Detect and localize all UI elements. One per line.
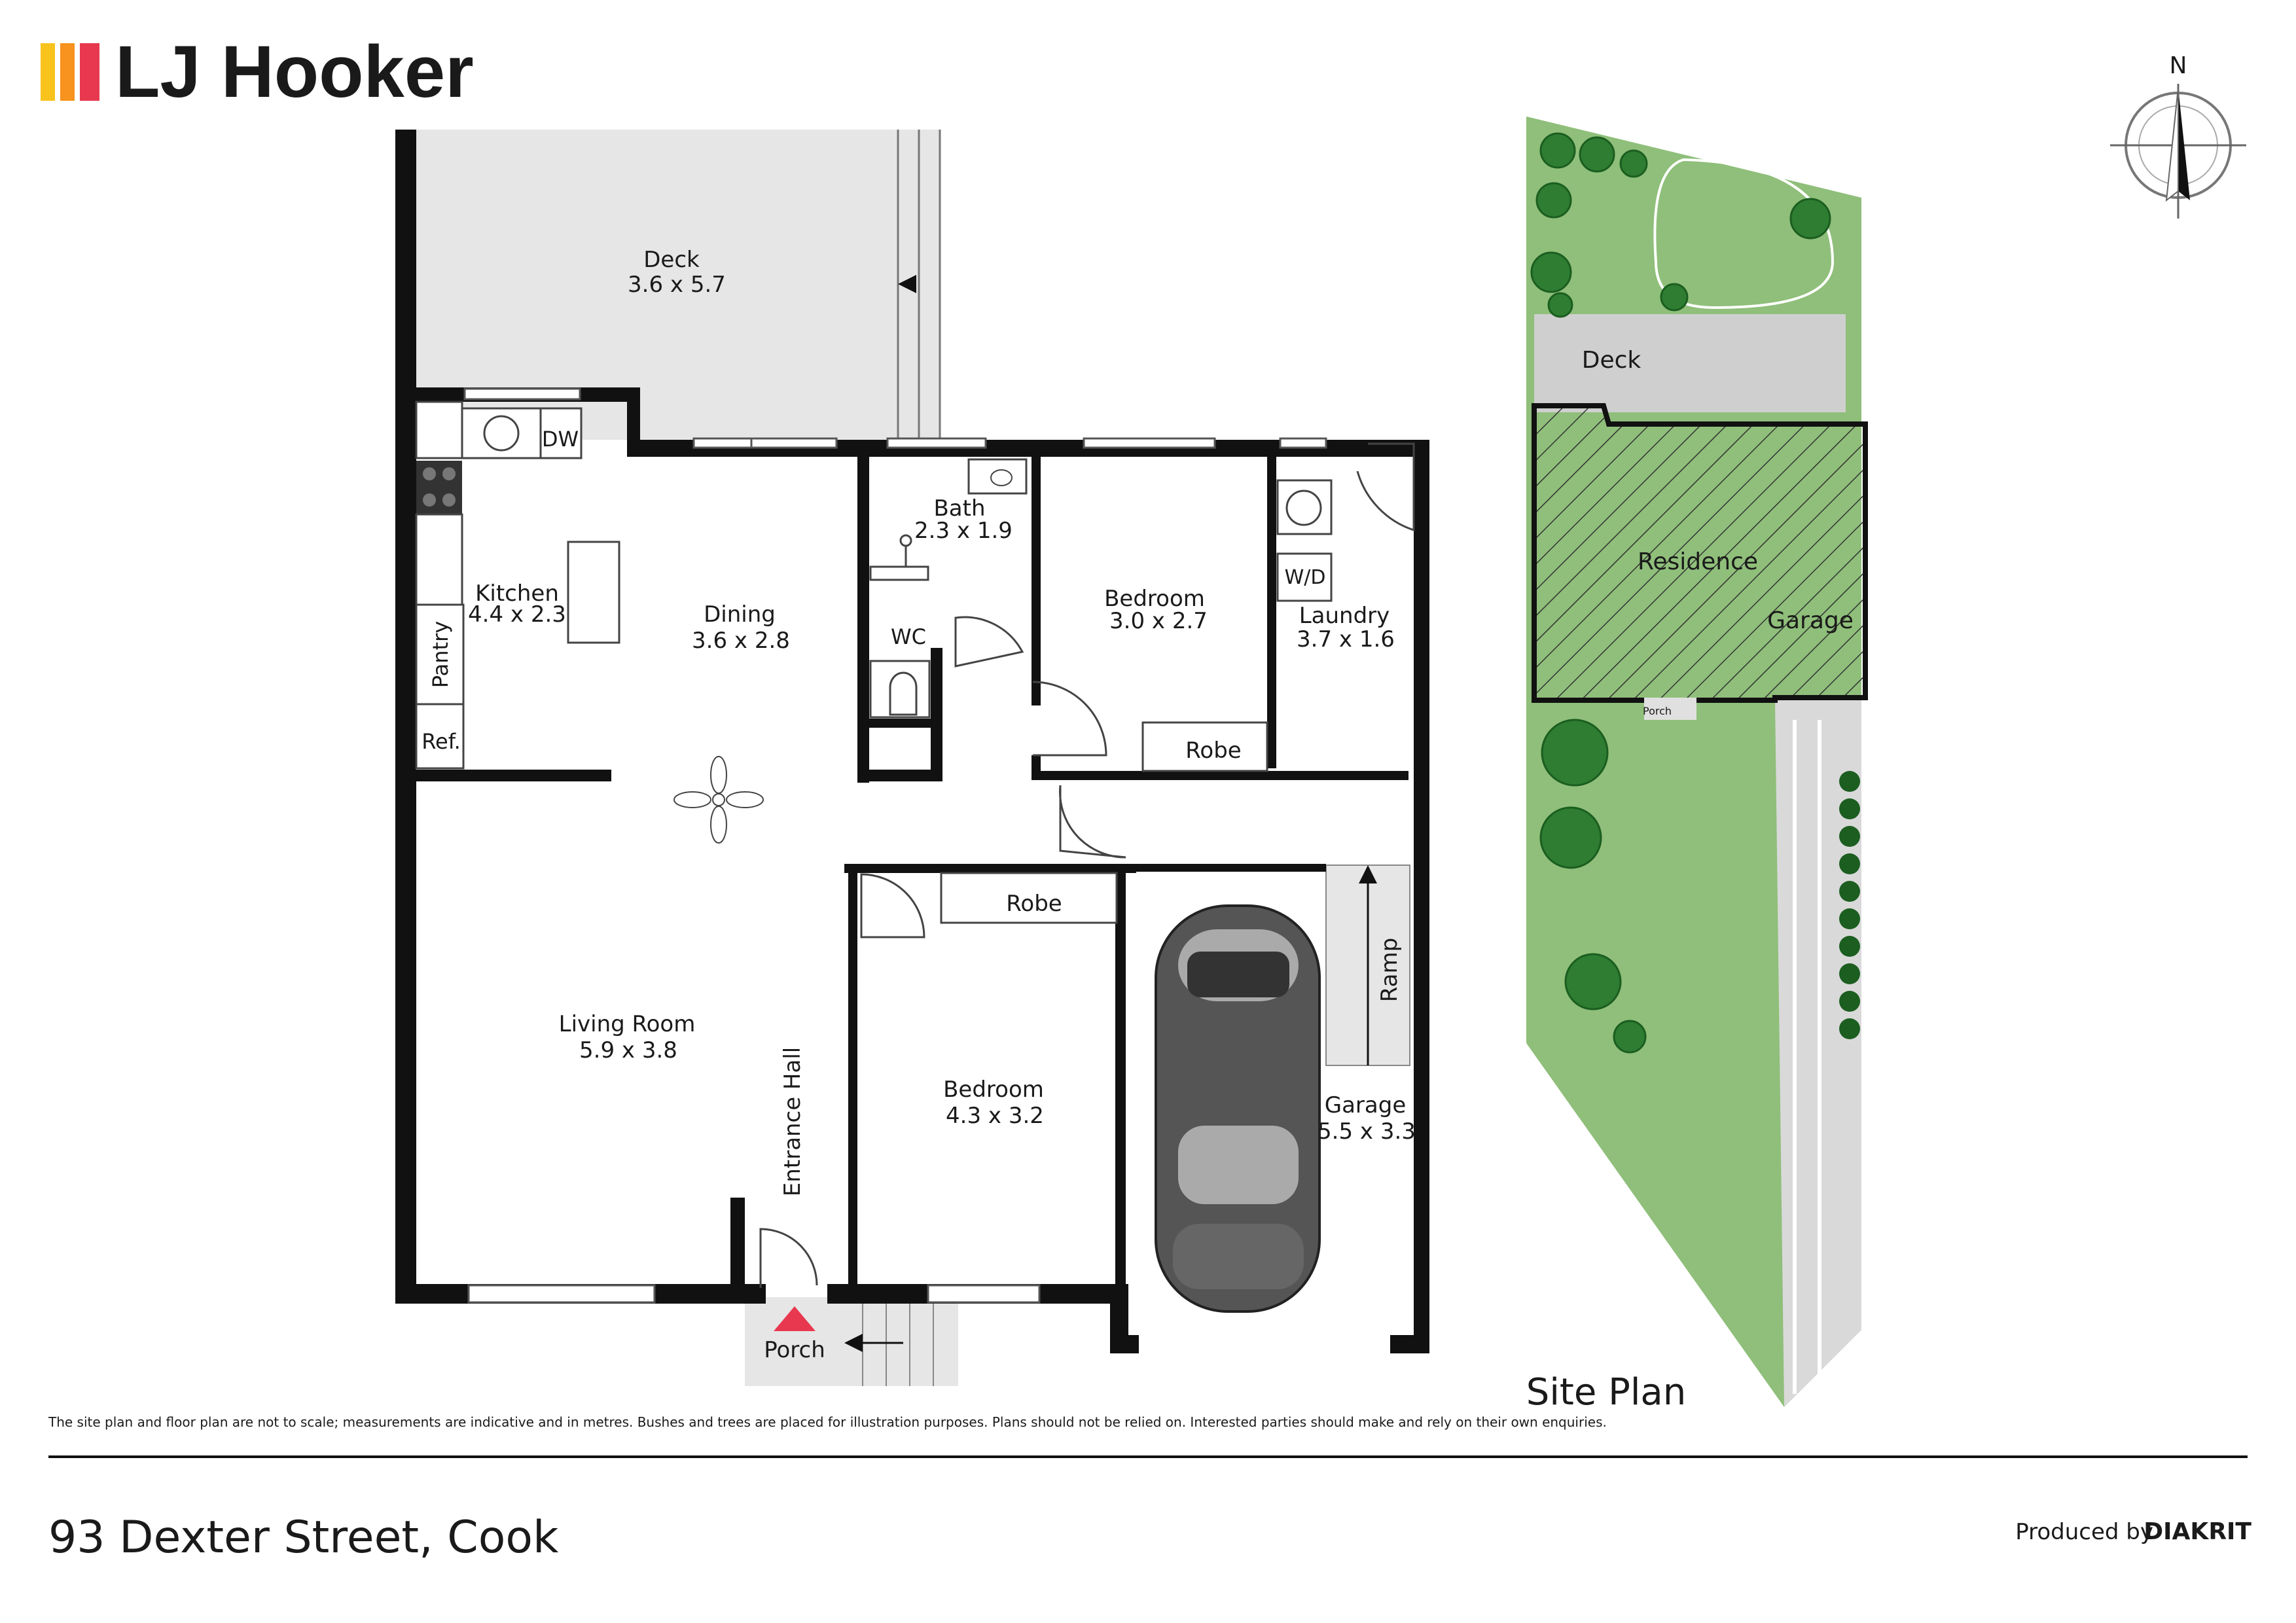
laundry-tub <box>1276 479 1333 535</box>
logo-bar-red <box>80 43 99 101</box>
refrigerator-label: Ref. <box>422 729 461 754</box>
logo-bar-orange <box>60 43 75 101</box>
bedroom1-size: 3.0 x 2.7 <box>1109 608 1208 634</box>
site-porch <box>1644 698 1696 720</box>
brand-name: LJ Hooker <box>115 31 474 113</box>
bath-name: Bath <box>933 495 985 522</box>
site-plan-title: Site Plan <box>1526 1371 1686 1414</box>
bedroom1-name: Bedroom <box>1104 586 1205 612</box>
dishwasher-label: DW <box>542 427 579 452</box>
site-porch-label: Porch <box>1643 705 1672 717</box>
pantry-label: Pantry <box>428 621 453 688</box>
refrigerator <box>415 703 465 770</box>
shower-icon <box>869 565 929 581</box>
hedge-row <box>1839 771 1860 1039</box>
deck-entry-arrow <box>898 275 916 293</box>
robe2-label: Robe <box>1006 891 1062 917</box>
robe-bedroom1 <box>1141 721 1268 772</box>
cooktop-icon <box>416 461 462 514</box>
ramp-label: Ramp <box>1376 938 1403 1002</box>
kitchen-sink-icon <box>483 415 520 452</box>
kitchen-size: 4.4 x 2.3 <box>468 601 566 628</box>
garage-name: Garage <box>1325 1092 1407 1118</box>
site-plan: Deck Residence Garage Porch Site Plan <box>1526 116 1868 1414</box>
toilet-icon <box>889 671 918 716</box>
ceiling-fan-icon <box>673 756 764 844</box>
dining-name: Dining <box>704 601 776 628</box>
living-name: Living Room <box>559 1011 696 1037</box>
site-trees <box>1530 132 1831 1054</box>
producer-prefix: Produced by <box>2015 1519 2153 1545</box>
deck-size: 3.6 x 5.7 <box>628 272 726 298</box>
site-residence <box>1532 403 1868 703</box>
garage-size: 5.5 x 3.3 <box>1318 1118 1416 1145</box>
bath-basin <box>967 458 1028 495</box>
living-size: 5.9 x 3.8 <box>579 1037 677 1063</box>
washer-dryer-label: W/D <box>1285 566 1326 589</box>
compass-north-label: N <box>2170 52 2187 79</box>
dishwasher <box>539 407 583 459</box>
deck-name: Deck <box>643 247 700 273</box>
bedroom2-name: Bedroom <box>943 1077 1044 1103</box>
logo-bar-yellow <box>41 43 55 101</box>
entry-marker-icon <box>774 1306 816 1331</box>
brand-logo: LJ Hooker <box>41 31 474 113</box>
dining-size: 3.6 x 2.8 <box>692 628 790 654</box>
wc-label: WC <box>891 624 926 649</box>
property-address: 93 Dexter Street, Cook <box>48 1512 559 1563</box>
floor-plan: Deck 3.6 x 5.7 Kitchen 4.4 x 2.3 Dining … <box>395 130 1429 1386</box>
car-icon <box>1155 904 1321 1313</box>
laundry-size: 3.7 x 1.6 <box>1297 626 1395 652</box>
disclaimer-text: The site plan and floor plan are not to … <box>48 1414 1607 1430</box>
bath-size: 2.3 x 1.9 <box>914 518 1013 544</box>
producer-name: DIAKRIT <box>2144 1518 2251 1545</box>
washer-dryer <box>1276 552 1333 602</box>
bedroom2-size: 4.3 x 3.2 <box>946 1103 1044 1129</box>
pantry <box>415 603 465 705</box>
laundry-name: Laundry <box>1299 603 1390 629</box>
sink-kitchen <box>415 401 463 459</box>
site-garage-label: Garage <box>1767 607 1854 634</box>
site-deck <box>1534 314 1846 412</box>
compass-needle-dark <box>2178 88 2190 200</box>
robe1-label: Robe <box>1185 738 1241 764</box>
robe-bedroom2 <box>940 872 1118 924</box>
site-deck-label: Deck <box>1582 347 1641 374</box>
compass-needle-light <box>2165 87 2179 202</box>
kitchen-island <box>567 541 620 644</box>
entrance-hall-label: Entrance Hall <box>780 1047 806 1196</box>
compass: N <box>2110 52 2246 219</box>
kitchen-name: Kitchen <box>475 580 559 607</box>
site-residence-label: Residence <box>1638 548 1758 575</box>
porch-label: Porch <box>764 1337 825 1363</box>
